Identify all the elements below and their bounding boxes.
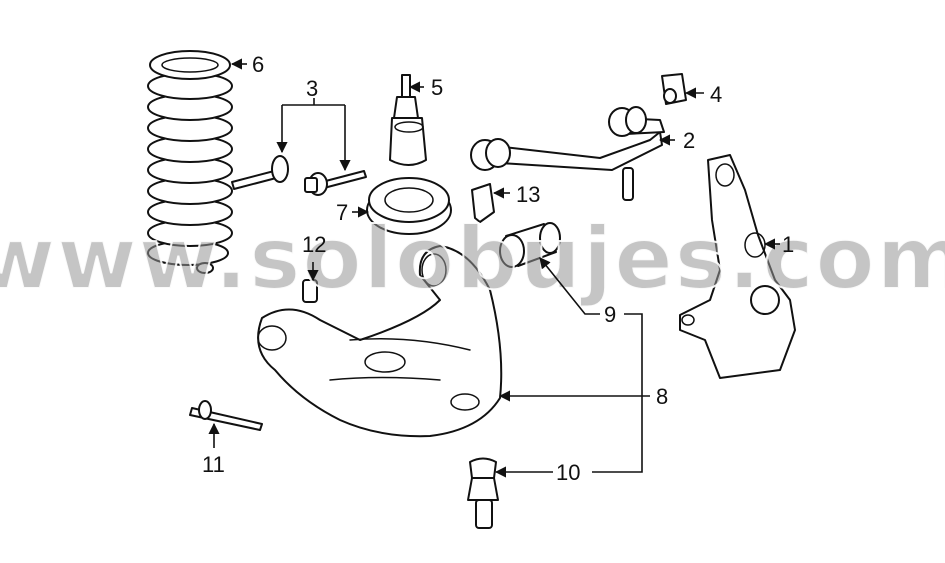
callout-12: 12 [302, 232, 326, 257]
upper-control-arm [470, 106, 665, 201]
leader-9-10-bracket [592, 313, 643, 473]
cam-bolts [231, 155, 367, 196]
callout-9: 9 [604, 302, 616, 327]
callout-7: 7 [336, 200, 348, 225]
upper-ball-joint [389, 74, 427, 166]
coil-spring [147, 50, 233, 274]
leader-lines [208, 58, 780, 478]
callout-1: 1 [782, 232, 794, 257]
callout-3: 3 [306, 76, 318, 101]
bump-stop [471, 183, 495, 223]
callout-5: 5 [431, 75, 443, 100]
lower-ball-joint [467, 457, 499, 529]
lower-arm-bushing [499, 222, 561, 268]
steering-knuckle [679, 154, 796, 379]
callout-8: 8 [656, 384, 668, 409]
leader-9 [539, 257, 600, 315]
callout-6: 6 [252, 52, 264, 77]
pivot-bolt [189, 400, 263, 431]
spring-seat [366, 177, 452, 235]
callout-13: 13 [516, 182, 540, 207]
callout-10: 10 [556, 460, 580, 485]
bushing-cap [661, 73, 687, 105]
callout-11: 11 [202, 452, 225, 477]
callout-4: 4 [710, 82, 722, 107]
lower-control-arm [257, 245, 503, 438]
watermark-text: www.solobujes.com [0, 209, 945, 309]
callout-labels: 1 2 3 4 5 6 7 8 9 10 11 12 13 [202, 52, 794, 485]
callout-2: 2 [683, 128, 695, 153]
